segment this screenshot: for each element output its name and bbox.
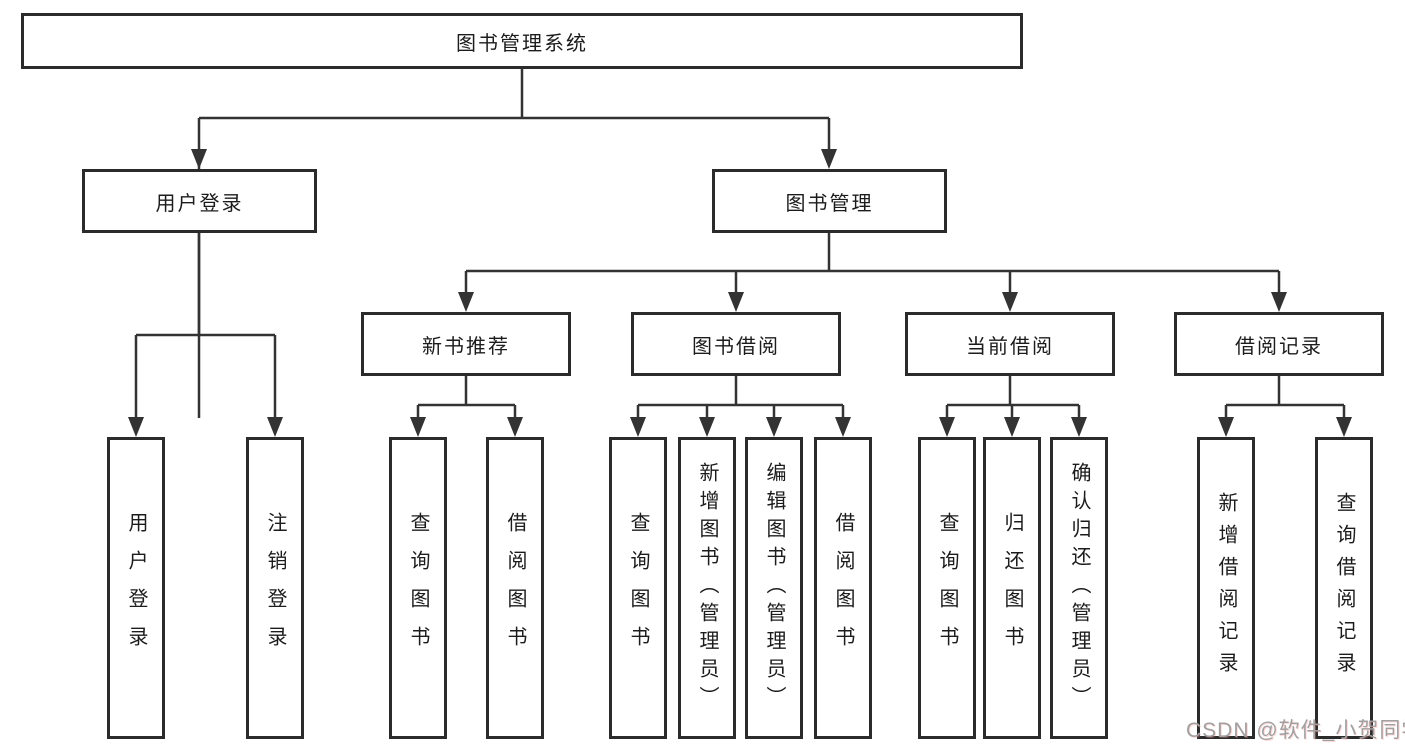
leaf-add-books-admin: 新增图书（管理员） [678,437,736,739]
leaf-label: 确认归还（管理员） [1068,462,1090,714]
leaf-label: 用户登录 [125,512,147,664]
leaf-edit-books-admin: 编辑图书（管理员） [745,437,803,739]
arrowhead [1336,417,1352,437]
arrowhead [766,417,782,437]
leaf-query-books: 查询图书 [918,437,976,739]
node-label: 借阅记录 [1235,335,1323,358]
node-label: 图书管理系统 [456,32,588,55]
leaf-borrow-books: 借阅图书 [486,437,544,739]
node-label: 图书管理 [785,192,874,215]
node-book-management: 图书管理 [712,169,947,233]
arrowhead [939,417,955,437]
leaf-query-books: 查询图书 [609,437,667,739]
node-borrowing-records: 借阅记录 [1174,312,1384,376]
arrowhead [191,149,207,169]
leaf-label: 查询图书 [407,512,429,664]
leaf-borrow-books: 借阅图书 [814,437,872,739]
node-book-borrowing: 图书借阅 [631,312,841,376]
leaf-logout: 注销登录 [246,437,304,739]
leaf-label: 注销登录 [264,512,286,664]
leaf-add-borrow-record: 新增借阅记录 [1197,437,1255,739]
node-new-book-recommendation: 新书推荐 [361,312,571,376]
leaf-confirm-return-admin: 确认归还（管理员） [1050,437,1108,739]
leaf-label: 编辑图书（管理员） [763,462,785,714]
node-library-management-system: 图书管理系统 [21,13,1023,69]
arrowhead [1218,417,1234,437]
leaf-label: 新增图书（管理员） [696,462,718,714]
connector-current-borrow-to-leaves [945,376,1081,418]
leaf-query-borrow-record: 查询借阅记录 [1315,437,1373,739]
leaf-query-books: 查询图书 [389,437,447,739]
connector-user-login-to-leaves [134,233,277,418]
node-user-login: 用户登录 [82,169,317,233]
leaf-label: 查询图书 [936,512,958,664]
arrowhead [630,417,646,437]
arrowhead [728,292,744,312]
leaf-label: 查询图书 [627,512,649,664]
arrowhead [1002,292,1018,312]
arrowhead [821,149,837,169]
leaf-label: 查询借阅记录 [1333,492,1355,684]
arrowhead [835,417,851,437]
arrowhead [1004,417,1020,437]
arrowhead [1271,292,1287,312]
leaf-label: 借阅图书 [832,512,854,664]
arrowheads [128,149,1352,437]
leaf-user-login: 用户登录 [107,437,165,739]
arrowhead [699,417,715,437]
arrowhead [410,417,426,437]
node-label: 用户登录 [155,192,244,215]
arrowhead [267,417,283,437]
arrowhead [507,417,523,437]
arrowhead [1071,417,1087,437]
leaf-label: 新增借阅记录 [1215,492,1237,684]
leaf-return-books: 归还图书 [983,437,1041,739]
arrowhead [458,292,474,312]
connector-book-mgmt-to-level3 [464,233,1281,294]
leaf-label: 归还图书 [1001,512,1023,664]
connector-book-borrow-to-leaves [636,376,845,418]
node-label: 新书推荐 [422,335,510,358]
node-label: 当前借阅 [966,335,1054,358]
arrowhead [128,417,144,437]
connector-borrow-records-to-leaves [1224,376,1346,418]
node-label: 图书借阅 [692,335,780,358]
connector-root-to-level2 [197,69,831,418]
csdn-watermark: CSDN @软件_小贺同学 [1186,719,1405,742]
node-current-borrowing: 当前借阅 [905,312,1115,376]
connector-new-book-to-leaves [416,376,517,418]
leaf-label: 借阅图书 [504,512,526,664]
